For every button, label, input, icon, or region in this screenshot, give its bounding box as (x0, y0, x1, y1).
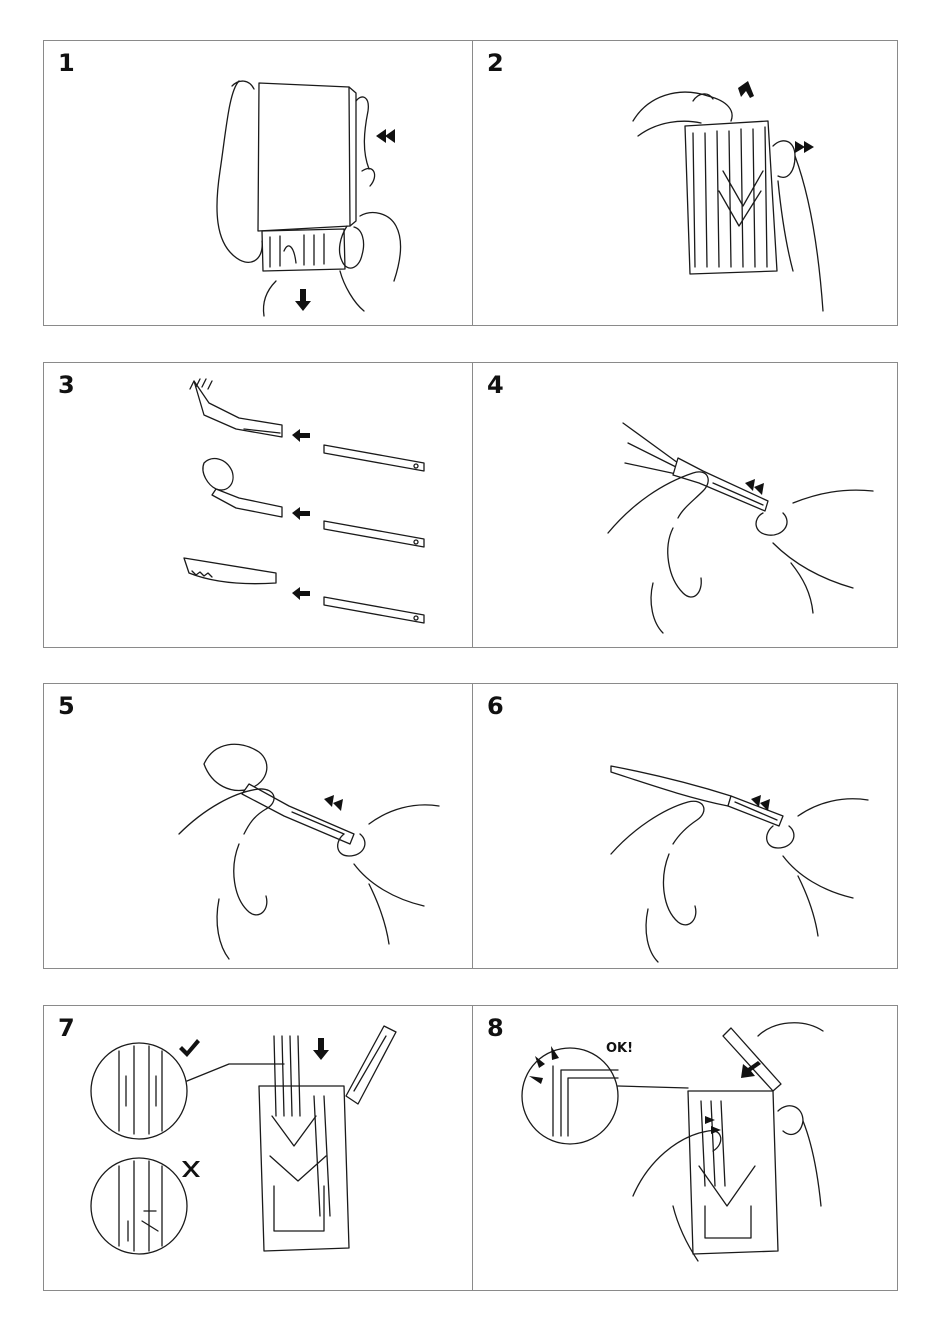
step-6-illustration (610, 765, 869, 963)
ok-label: OK! (606, 1041, 634, 1056)
step-5-illustration (178, 743, 440, 960)
cross-mark-icon (182, 1161, 200, 1177)
step-7-illustration (90, 1025, 397, 1255)
step-number: 6 (487, 692, 504, 720)
step-1-illustration (216, 80, 402, 317)
step-number: 2 (487, 49, 504, 77)
step-1-panel: 1 (44, 41, 472, 325)
step-row-2: 3 4 (43, 362, 898, 648)
step-2-illustration (632, 81, 824, 312)
step-number: 3 (58, 371, 75, 399)
step-row-4: 7 (43, 1005, 898, 1291)
step-4-illustration (607, 422, 874, 634)
step-6-panel: 6 (472, 684, 900, 968)
step-number: 5 (58, 692, 75, 720)
step-8-illustration (521, 1022, 824, 1262)
step-number: 8 (487, 1014, 504, 1042)
step-row-3: 5 6 (43, 683, 898, 969)
step-number: 7 (58, 1014, 75, 1042)
step-3-panel: 3 (44, 363, 472, 647)
step-7-panel: 7 (44, 1006, 472, 1290)
step-4-panel: 4 (472, 363, 900, 647)
step-3-illustration (183, 378, 425, 624)
step-number: 1 (58, 49, 75, 77)
step-number: 4 (487, 371, 504, 399)
step-5-panel: 5 (44, 684, 472, 968)
step-row-1: 1 2 (43, 40, 898, 326)
step-2-panel: 2 (472, 41, 900, 325)
check-mark-icon (179, 1039, 200, 1057)
step-8-panel: 8 OK! (472, 1006, 900, 1290)
